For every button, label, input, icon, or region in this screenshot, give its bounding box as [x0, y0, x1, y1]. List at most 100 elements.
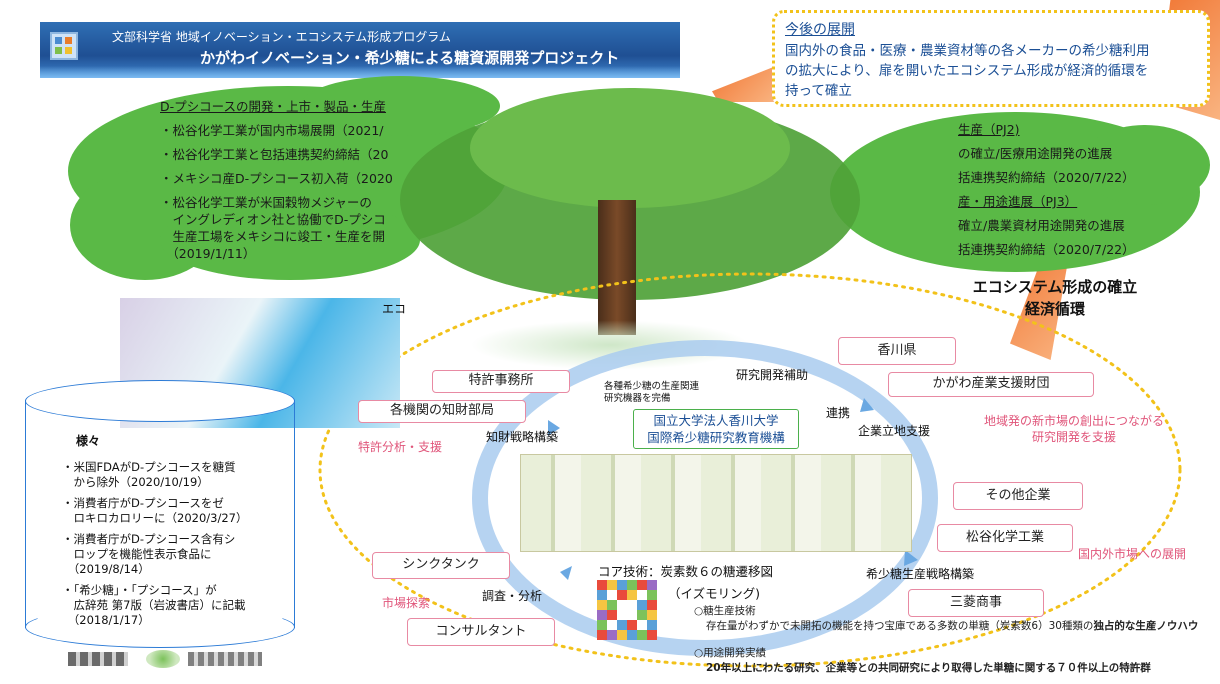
production-text: 存在量がわずかで未開拓の機能を持つ宝庫である多数の単糖（炭素数6）30種類の独占… — [694, 619, 1198, 634]
left-cloud-line: ・松谷化学工業が国内市場展開（2021/ — [160, 123, 384, 138]
equipment-line: 各種希少糖の生産関連 — [604, 381, 700, 392]
patent-support-label: 特許分析・支援 — [358, 440, 443, 454]
survey-label: 調査・分析 — [482, 589, 543, 603]
new-market-line: 地域発の新市場の創出につながる — [984, 414, 1165, 428]
equipment-line: 研究機器を完備 — [604, 393, 671, 404]
future-line: 持って確立 — [785, 83, 852, 99]
footer-logo-icon — [68, 652, 128, 666]
ecosystem-outline — [318, 272, 1182, 668]
right-cloud-puff — [1080, 125, 1210, 205]
left-cloud-puff — [300, 76, 500, 136]
left-cloud-line: ・松谷化学工業が米国穀物メジャーの — [160, 195, 372, 210]
patent-office-box: 特許事務所 — [432, 370, 570, 393]
left-cloud-line: （2019/1/11） — [160, 246, 256, 261]
equipment-note: 各種希少糖の生産関連 研究機器を完備 — [604, 381, 699, 405]
cylinder-item: ・消費者庁がD-プシコースをゼ ロキロカロリーに（2020/3/27） — [62, 496, 290, 526]
ecosystem-title-line: 経済循環 — [1024, 300, 1085, 318]
collaboration-label: 連携 — [826, 406, 851, 420]
right-cloud-text: 生産（PJ2) の確立/医療用途開発の進展 括連携契約締結（2020/7/22）… — [958, 118, 1135, 262]
program-logo-icon — [50, 32, 78, 60]
application-heading: ○用途開発実績 — [694, 647, 767, 659]
header-banner — [40, 22, 680, 78]
future-heading: 今後の展開 — [785, 22, 855, 38]
kagawa-university-box: 国立大学法人香川大学 国際希少糖研究教育機構 — [633, 409, 799, 449]
new-market-label: 地域発の新市場の創出につながる 研究開発を支援 — [984, 413, 1164, 445]
ip-strategy-label: 知財戦略構築 — [486, 430, 559, 444]
core-tech-label: コア技術：炭素数６の糖遷移図 — [598, 564, 774, 579]
application-text: 20年以上にわたる研究、企業等との共同研究により取得した単糖に関する７０件以上の… — [706, 662, 1151, 674]
arrow-icon — [904, 550, 918, 566]
left-cloud-puff — [160, 200, 420, 280]
cylinder-item-line: ・米国FDAがD-プシコースを糖質 — [62, 460, 236, 474]
arrow-icon — [560, 566, 572, 580]
header-title: かがわイノベーション・希少糖による糖資源開発プロジェクト — [200, 49, 620, 67]
left-cloud-line: ・メキシコ産D-プシコース初入荷（2020 — [160, 171, 393, 186]
eco-fragment-label: エコ — [382, 302, 407, 316]
cylinder-top — [25, 380, 295, 422]
future-body: 国内外の食品・医療・農業資材等の各メーカーの希少糖利用 の拡大により、扉を開いた… — [785, 41, 1197, 101]
future-line: の拡大により、扉を開いたエコシステム形成が経済的循環を — [785, 63, 1149, 79]
izumoring-diagram-icon — [597, 580, 657, 640]
right-cloud-line: 生産（PJ2) — [958, 122, 1020, 137]
cylinder-item-line: から除外（2020/10/19） — [62, 475, 209, 489]
cycle-ring — [472, 340, 938, 656]
cylinder-item-line: 広辞苑 第7版（岩波書店）に記載 — [62, 598, 246, 612]
center-line: 国際希少糖研究教育機構 — [647, 430, 785, 445]
matsutani-box: 松谷化学工業 — [937, 524, 1073, 552]
cylinder-item-line: ・「希少糖」・「プシコース」が — [62, 583, 217, 597]
left-cloud-text: D-プシコースの開発・上市・製品・生産 ・松谷化学工業が国内市場展開（2021/… — [160, 98, 393, 262]
kagawa-pref-box: 香川県 — [838, 337, 956, 365]
left-cloud-line: 生産工場をメキシコに竣工・生産を開 — [160, 229, 386, 244]
cylinder-list: ・米国FDAがD-プシコースを糖質 から除外（2020/10/19） ・消費者庁… — [62, 460, 290, 628]
cylinder-item: ・「希少糖」・「プシコース」が 広辞苑 第7版（岩波書店）に記載 （2018/1… — [62, 583, 290, 628]
location-support-label: 企業立地支援 — [858, 424, 931, 438]
cylinder-item-line: ロキロカロリーに（2020/3/27） — [62, 511, 248, 525]
global-market-label: 国内外市場への展開 — [1078, 547, 1187, 561]
arrow-icon — [860, 398, 874, 412]
tree-crown — [470, 88, 790, 208]
cylinder-item-line: ロップを機能性表示食品に — [62, 547, 212, 561]
equipment-photo — [520, 454, 912, 552]
right-cloud-line: の確立/医療用途開発の進展 — [958, 146, 1113, 161]
left-cloud-line: イングレディオン社と協働でD-プシコ — [160, 212, 386, 227]
cylinder-label: 様々 — [76, 434, 101, 448]
new-market-line: 研究開発を支援 — [1032, 430, 1117, 444]
cylinder-bottom — [25, 606, 295, 648]
izumoring-label: （イズモリング) — [668, 586, 761, 601]
production-strategy-label: 希少糖生産戦略構築 — [866, 567, 975, 581]
footer-logo-icon — [188, 652, 262, 666]
market-research-label: 市場探索 — [382, 596, 431, 610]
production-text-b: 独占的な生産ノウハウ — [1093, 620, 1199, 632]
future-outlook-box: 今後の展開 国内外の食品・医療・農業資材等の各メーカーの希少糖利用 の拡大により… — [772, 10, 1210, 107]
production-heading: ○糖生産技術 — [694, 605, 756, 617]
cylinder-item: ・消費者庁がD-プシコース含有シ ロップを機能性表示食品に （2019/8/14… — [62, 532, 290, 577]
tech-notes: ○糖生産技術 存在量がわずかで未開拓の機能を持つ宝庫である多数の単糖（炭素数6）… — [694, 604, 1198, 676]
right-cloud-line: 確立/農業資材用途開発の進展 — [958, 218, 1125, 233]
future-line: 国内外の食品・医療・農業資材等の各メーカーの希少糖利用 — [785, 43, 1150, 59]
left-cloud-line: ・松谷化学工業と包括連携契約締結（20 — [160, 147, 389, 162]
research-subsidy-label: 研究開発補助 — [736, 368, 809, 382]
right-cloud-line: 産・用途進展（PJ3） — [958, 194, 1078, 209]
right-cloud-line: 括連携契約締結（2020/7/22） — [958, 242, 1135, 257]
cylinder-item: ・米国FDAがD-プシコースを糖質 から除外（2020/10/19） — [62, 460, 290, 490]
cylinder-item-line: ・消費者庁がD-プシコース含有シ — [62, 532, 236, 546]
cylinder-item-line: （2019/8/14） — [62, 562, 150, 576]
center-line: 国立大学法人香川大学 — [653, 413, 779, 428]
tree-trunk — [598, 200, 636, 335]
ecosystem-title-line: エコシステム形成の確立 — [972, 278, 1138, 296]
left-cloud-heading: D-プシコースの開発・上市・製品・生産 — [160, 99, 387, 114]
other-companies-box: その他企業 — [953, 482, 1083, 510]
production-text-a: 存在量がわずかで未開拓の機能を持つ宝庫である多数の単糖（炭素数6）30種類の — [706, 620, 1094, 632]
cylinder-item-line: ・消費者庁がD-プシコースをゼ — [62, 496, 224, 510]
think-tank-box: シンクタンク — [372, 552, 510, 579]
milestones-cylinder — [25, 400, 295, 628]
kagawa-foundation-box: かがわ産業支援財団 — [888, 372, 1094, 397]
arrow-icon — [548, 420, 560, 436]
footer-logo-icon — [146, 650, 180, 668]
mitsubishi-box: 三菱商事 — [908, 589, 1044, 617]
ecosystem-title: エコシステム形成の確立 経済循環 — [930, 276, 1180, 320]
ip-dept-box: 各機関の知財部局 — [358, 400, 526, 423]
consultant-box: コンサルタント — [407, 618, 555, 646]
right-cloud-line: 括連携契約締結（2020/7/22） — [958, 170, 1135, 185]
